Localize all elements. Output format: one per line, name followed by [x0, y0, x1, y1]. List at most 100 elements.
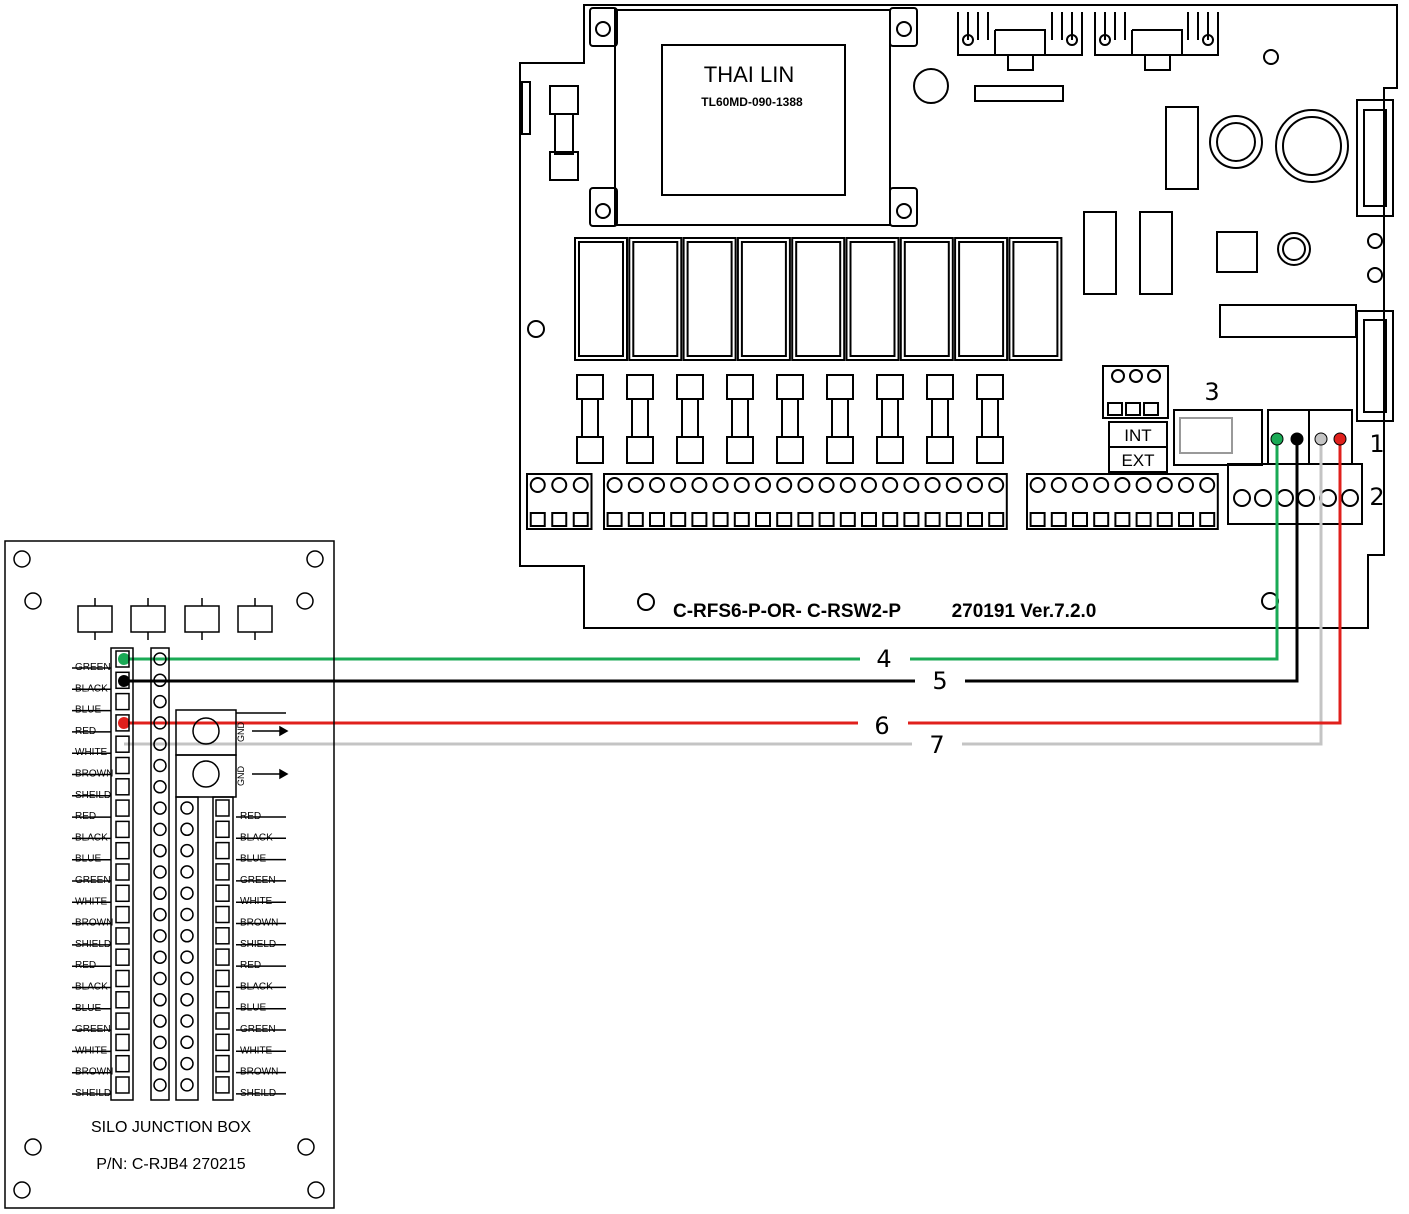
terminal-slot: [945, 512, 962, 527]
relay: [899, 237, 954, 361]
jb-left-label: BLUE: [75, 1003, 101, 1014]
jb-left-label: GREEN: [75, 875, 111, 886]
jb-terminal-screw: [180, 843, 194, 858]
jb-terminal-screw: [180, 1056, 194, 1071]
jb-terminal-slot: [215, 905, 230, 924]
jb-terminal-slot: [115, 841, 130, 860]
terminal-slot: [755, 512, 771, 527]
jb-left-label: GREEN: [75, 1024, 111, 1035]
jb-terminal-slot: [215, 927, 230, 945]
jb-terminal-slot: [215, 1012, 230, 1030]
jb-right-label: BROWN: [240, 918, 278, 929]
terminal-screw: [1050, 477, 1067, 493]
fuse-cap: [976, 374, 1004, 400]
jb-right-label: BLUE: [240, 854, 266, 865]
terminal-screw: [924, 477, 941, 493]
terminal-screw: [1199, 477, 1216, 493]
terminal-screw: [691, 477, 708, 493]
fuse-body: [981, 398, 999, 438]
relay-inner: [632, 241, 679, 357]
jb-terminal-slot: [215, 990, 230, 1009]
fuse-body: [681, 398, 699, 438]
jb-terminal-screw: [153, 801, 167, 815]
jb-right-label: GREEN: [240, 1024, 276, 1035]
jb-terminal-slot: [215, 969, 230, 988]
jb-left-label: RED: [75, 726, 96, 737]
jb-terminal-slot: [215, 884, 230, 902]
relay-inner: [578, 241, 624, 357]
jb-terminal-screw: [180, 950, 194, 964]
fuse-cap: [726, 436, 754, 464]
terminal-slot: [572, 512, 589, 527]
jb-terminal-slot: [215, 1076, 230, 1094]
jb-terminal-slot: [115, 650, 130, 668]
terminal-screw: [606, 477, 623, 493]
wire-terminal: [1314, 432, 1328, 446]
relay-inner: [795, 241, 842, 357]
jb-terminal-screw: [153, 758, 167, 773]
wire-terminal: [118, 717, 130, 729]
jb-left-label: BLUE: [75, 705, 101, 716]
fuse-body: [581, 398, 599, 438]
jb-left-label: GREEN: [75, 662, 111, 673]
jb-terminal-slot: [115, 863, 130, 881]
jb-terminal-slot: [215, 863, 230, 881]
jb-terminal-screw: [153, 993, 167, 1007]
relay: [954, 237, 1009, 361]
jb-left-label: BROWN: [75, 769, 113, 780]
relay-inner: [849, 241, 896, 357]
jb-component: [184, 605, 220, 633]
jb-terminal-screw: [180, 992, 194, 1007]
terminal-slot: [903, 512, 920, 527]
wire: [124, 439, 1299, 683]
board-version: 270191 Ver.7.2.0: [952, 601, 1097, 622]
terminal-slot: [839, 512, 856, 527]
gnd-label: GND: [236, 766, 246, 787]
jb-left-label: WHITE: [75, 747, 108, 758]
terminal-screw: [882, 477, 899, 493]
terminal-screw: [1178, 477, 1194, 493]
terminal-slot: [1156, 512, 1173, 527]
jb-terminal-slot: [115, 1012, 130, 1030]
jb-terminal-screw: [153, 1014, 167, 1028]
jb-left-label: SHEILD: [75, 790, 111, 801]
terminal-slot: [1114, 512, 1131, 527]
jb-right-label: BLACK: [240, 981, 273, 992]
fuse-cap: [626, 436, 654, 464]
terminal-screw: [945, 477, 962, 493]
jb-right-label: SHIELD: [240, 939, 276, 950]
switch-label-int: INT: [1124, 426, 1151, 445]
transformer-model: TL60MD-090-1388: [701, 95, 803, 109]
jb-terminal-screw: [180, 1014, 194, 1028]
terminal-slot: [529, 512, 546, 527]
jb-terminal-slot: [115, 778, 130, 796]
callout-7: 7: [929, 731, 944, 759]
jb-right-label: WHITE: [240, 896, 273, 907]
relay: [574, 237, 628, 361]
terminal-slot: [776, 512, 793, 527]
relay: [791, 237, 846, 361]
jb-right-label: RED: [240, 811, 261, 822]
terminal-slot: [606, 512, 623, 527]
terminal-screw: [627, 477, 644, 493]
jb-terminal-slot: [215, 799, 230, 817]
jb-left-label: RED: [75, 960, 96, 971]
fuse-body: [881, 398, 899, 438]
jb-component: [237, 605, 273, 633]
jb-left-label: SHIELD: [75, 939, 111, 950]
jb-terminal-slot: [115, 884, 130, 903]
relay-inner: [958, 241, 1005, 357]
fuse-cap: [776, 374, 804, 400]
terminal-screw: [572, 477, 589, 493]
jb-left-label: RED: [75, 811, 96, 822]
wire: [124, 439, 1279, 661]
jb-terminal-slot: [115, 927, 130, 945]
terminal-screw: [797, 477, 814, 493]
terminal-slot: [882, 512, 899, 527]
callout-1: 1: [1369, 430, 1384, 458]
relay: [628, 237, 683, 361]
jb-terminal-screw: [153, 737, 167, 751]
callout-6: 6: [874, 712, 889, 740]
jb-right-label: WHITE: [240, 1045, 273, 1056]
